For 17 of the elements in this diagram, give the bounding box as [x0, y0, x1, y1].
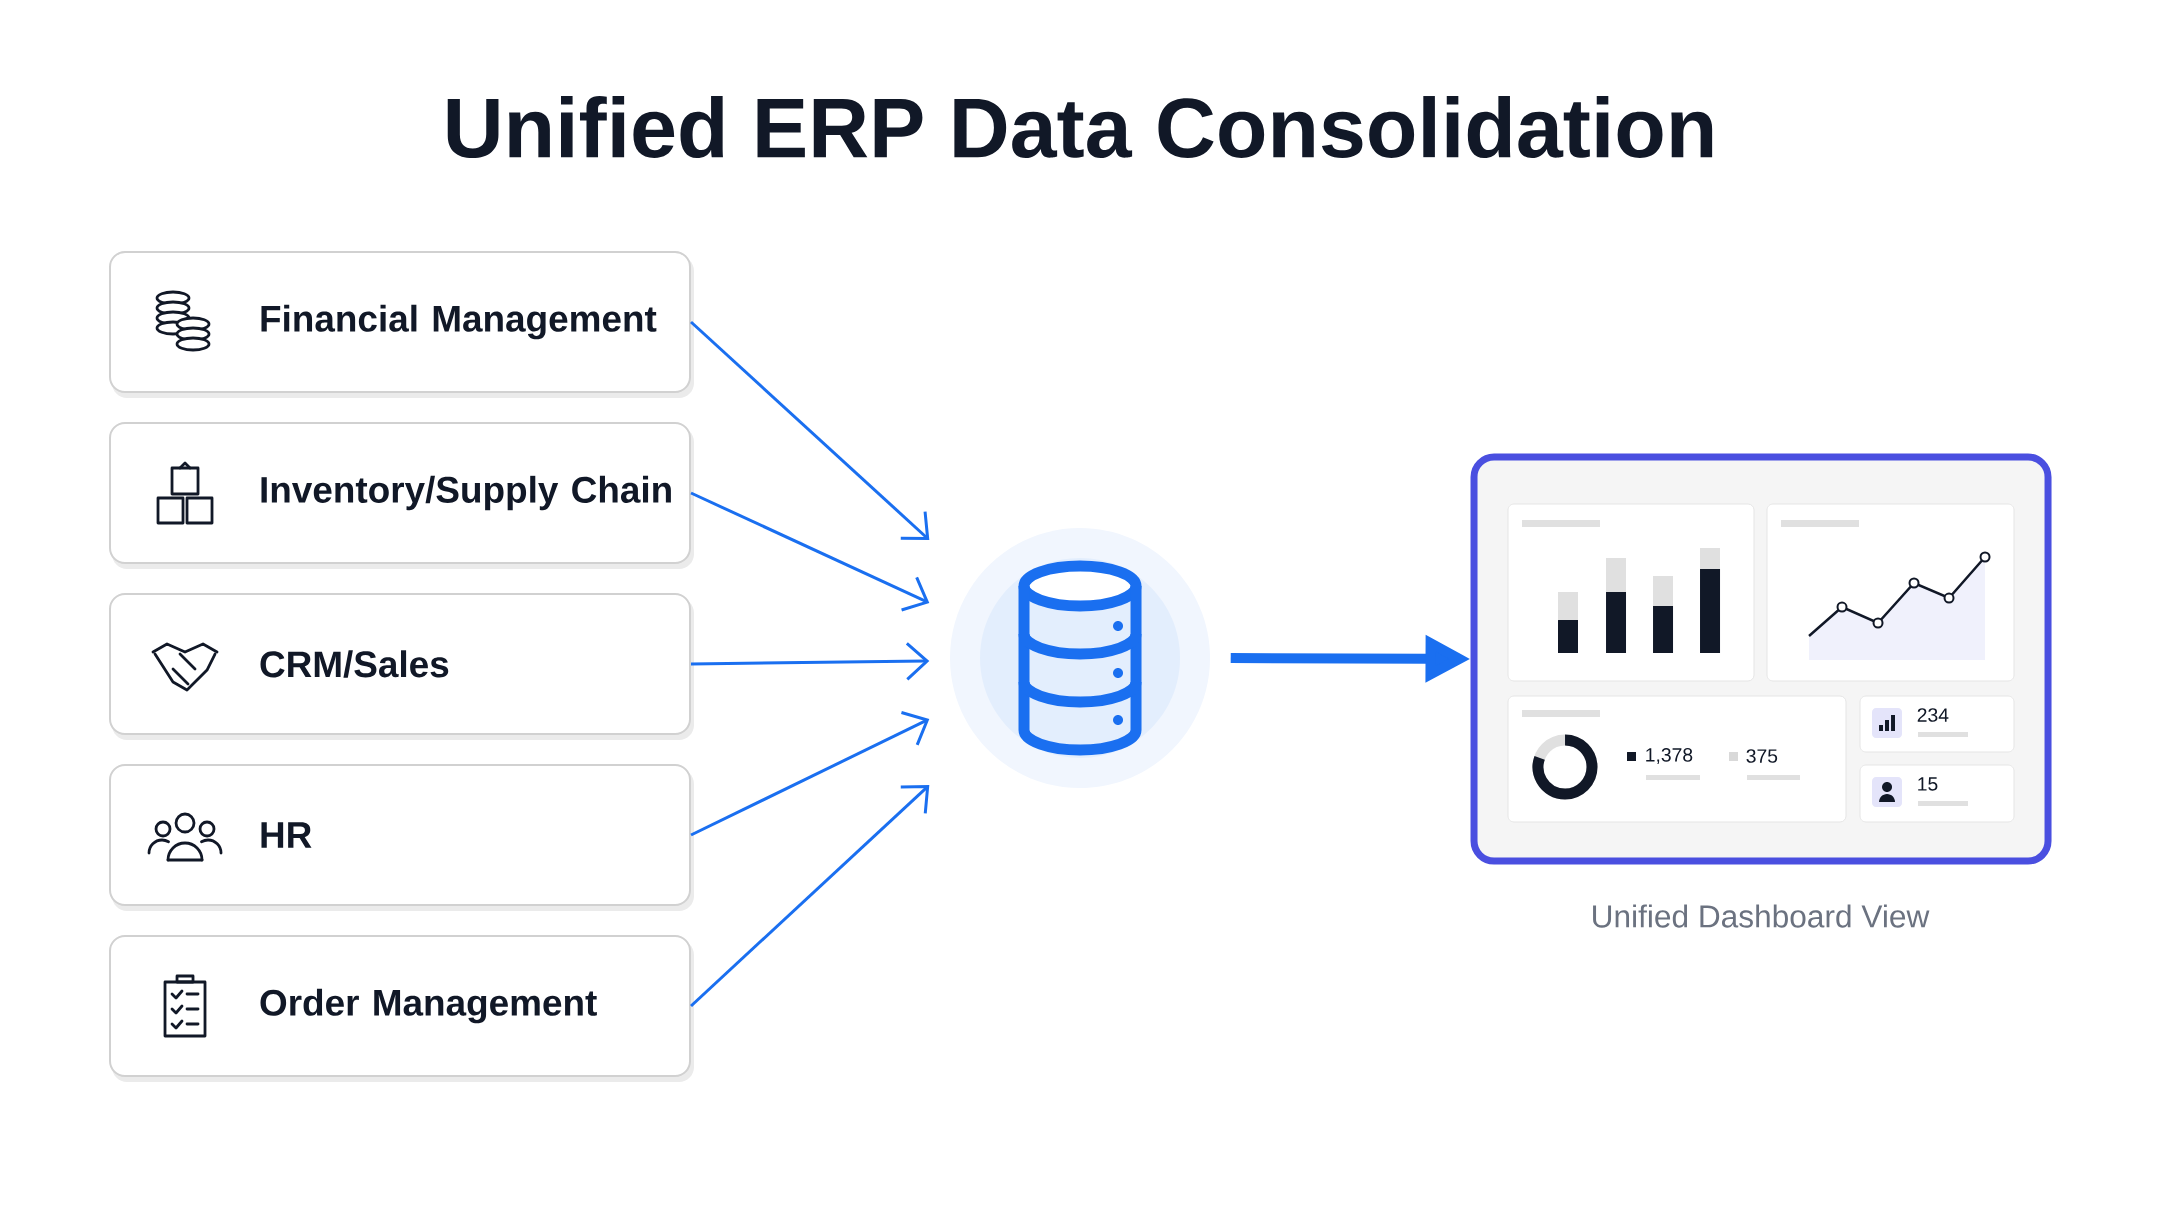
source-box: Order Management	[109, 935, 694, 1082]
source-box: HR	[109, 764, 694, 911]
arrow	[690, 785, 930, 1008]
arrow	[691, 642, 930, 681]
arrow	[690, 491, 930, 612]
source-box: Inventory/Supply Chain	[109, 422, 694, 569]
stat-value: 1,378	[1646, 748, 1693, 764]
stat-value: 15	[1918, 777, 1938, 791]
source-box: Financial Management	[109, 251, 694, 398]
dashboard-label: Unified Dashboard View	[1593, 904, 1930, 928]
stat-value: 375	[1746, 749, 1778, 763]
title: Unified ERP Data Consolidation	[447, 96, 1713, 158]
stat-value: 234	[1917, 708, 1949, 722]
source-box: CRM/Sales	[109, 593, 694, 740]
arrow	[690, 320, 930, 540]
arrow	[690, 711, 930, 837]
database-icon	[950, 528, 1210, 788]
